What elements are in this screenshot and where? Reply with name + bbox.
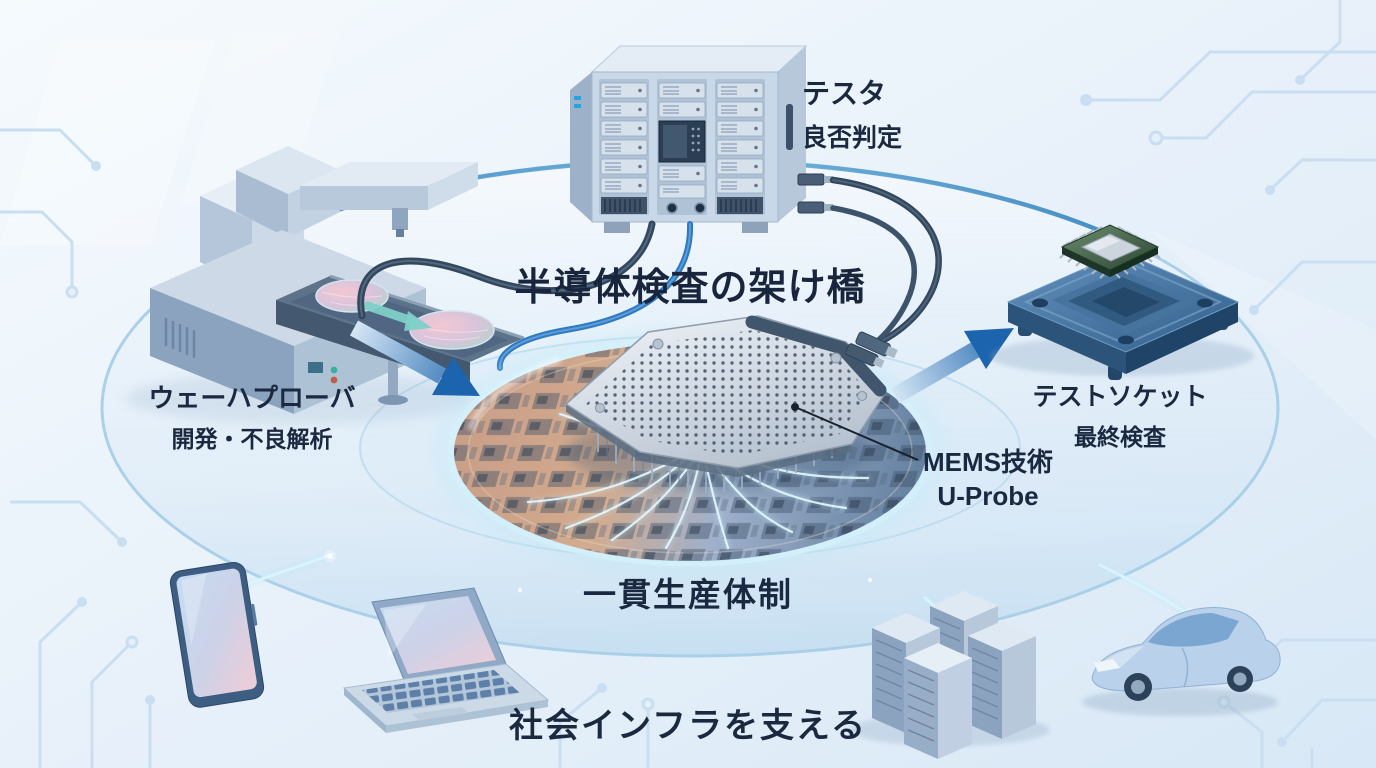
card-connectors — [845, 331, 898, 368]
tester-role: 良否判定 — [802, 124, 903, 152]
server-cluster-icon — [850, 591, 1050, 759]
socket-label: テストソケット 最終検査 — [1032, 377, 1207, 452]
laptop-icon — [342, 587, 550, 733]
test-socket-icon — [990, 224, 1254, 380]
tester-display — [658, 120, 706, 163]
tester-slots — [600, 82, 764, 199]
smartphone-icon — [169, 561, 265, 708]
tester-vents — [601, 197, 763, 215]
server-tower — [968, 621, 1036, 739]
diagram-title: 半導体検査の架け橋 — [514, 267, 866, 309]
background-panels — [0, 30, 1376, 440]
mems-tech: MEMS技術 — [922, 447, 1054, 477]
prober-label: ウェーハプローバ 開発・不良解析 — [148, 378, 355, 454]
tester-name: テスタ — [802, 78, 887, 109]
socket-name: テストソケット — [1032, 383, 1208, 411]
mems-product: U-Probe — [937, 481, 1039, 511]
mems-probe-label: MEMS技術 U-Probe — [923, 442, 1053, 512]
tester-side-connectors — [797, 173, 833, 214]
car-icon — [1082, 607, 1281, 716]
arrow-wafer-to-socket — [890, 328, 1014, 404]
production-band-label: 一貫生産体制 — [583, 576, 793, 613]
socket-role: 最終検査 — [1073, 424, 1166, 450]
tester-machine-icon — [570, 45, 833, 233]
cables — [357, 176, 942, 371]
arrow-prober-to-wafer — [349, 320, 480, 396]
probe-card-icon — [564, 315, 898, 477]
prober-role: 開発・不良解析 — [171, 426, 333, 452]
tester-label: テスタ 良否判定 — [802, 72, 902, 154]
infrastructure-band-label: 社会インフラを支える — [509, 707, 867, 745]
chip — [1059, 224, 1161, 279]
mems-callout-line — [791, 403, 919, 461]
prober-name: ウェーハプローバ — [148, 383, 356, 413]
server-tower — [904, 643, 972, 759]
